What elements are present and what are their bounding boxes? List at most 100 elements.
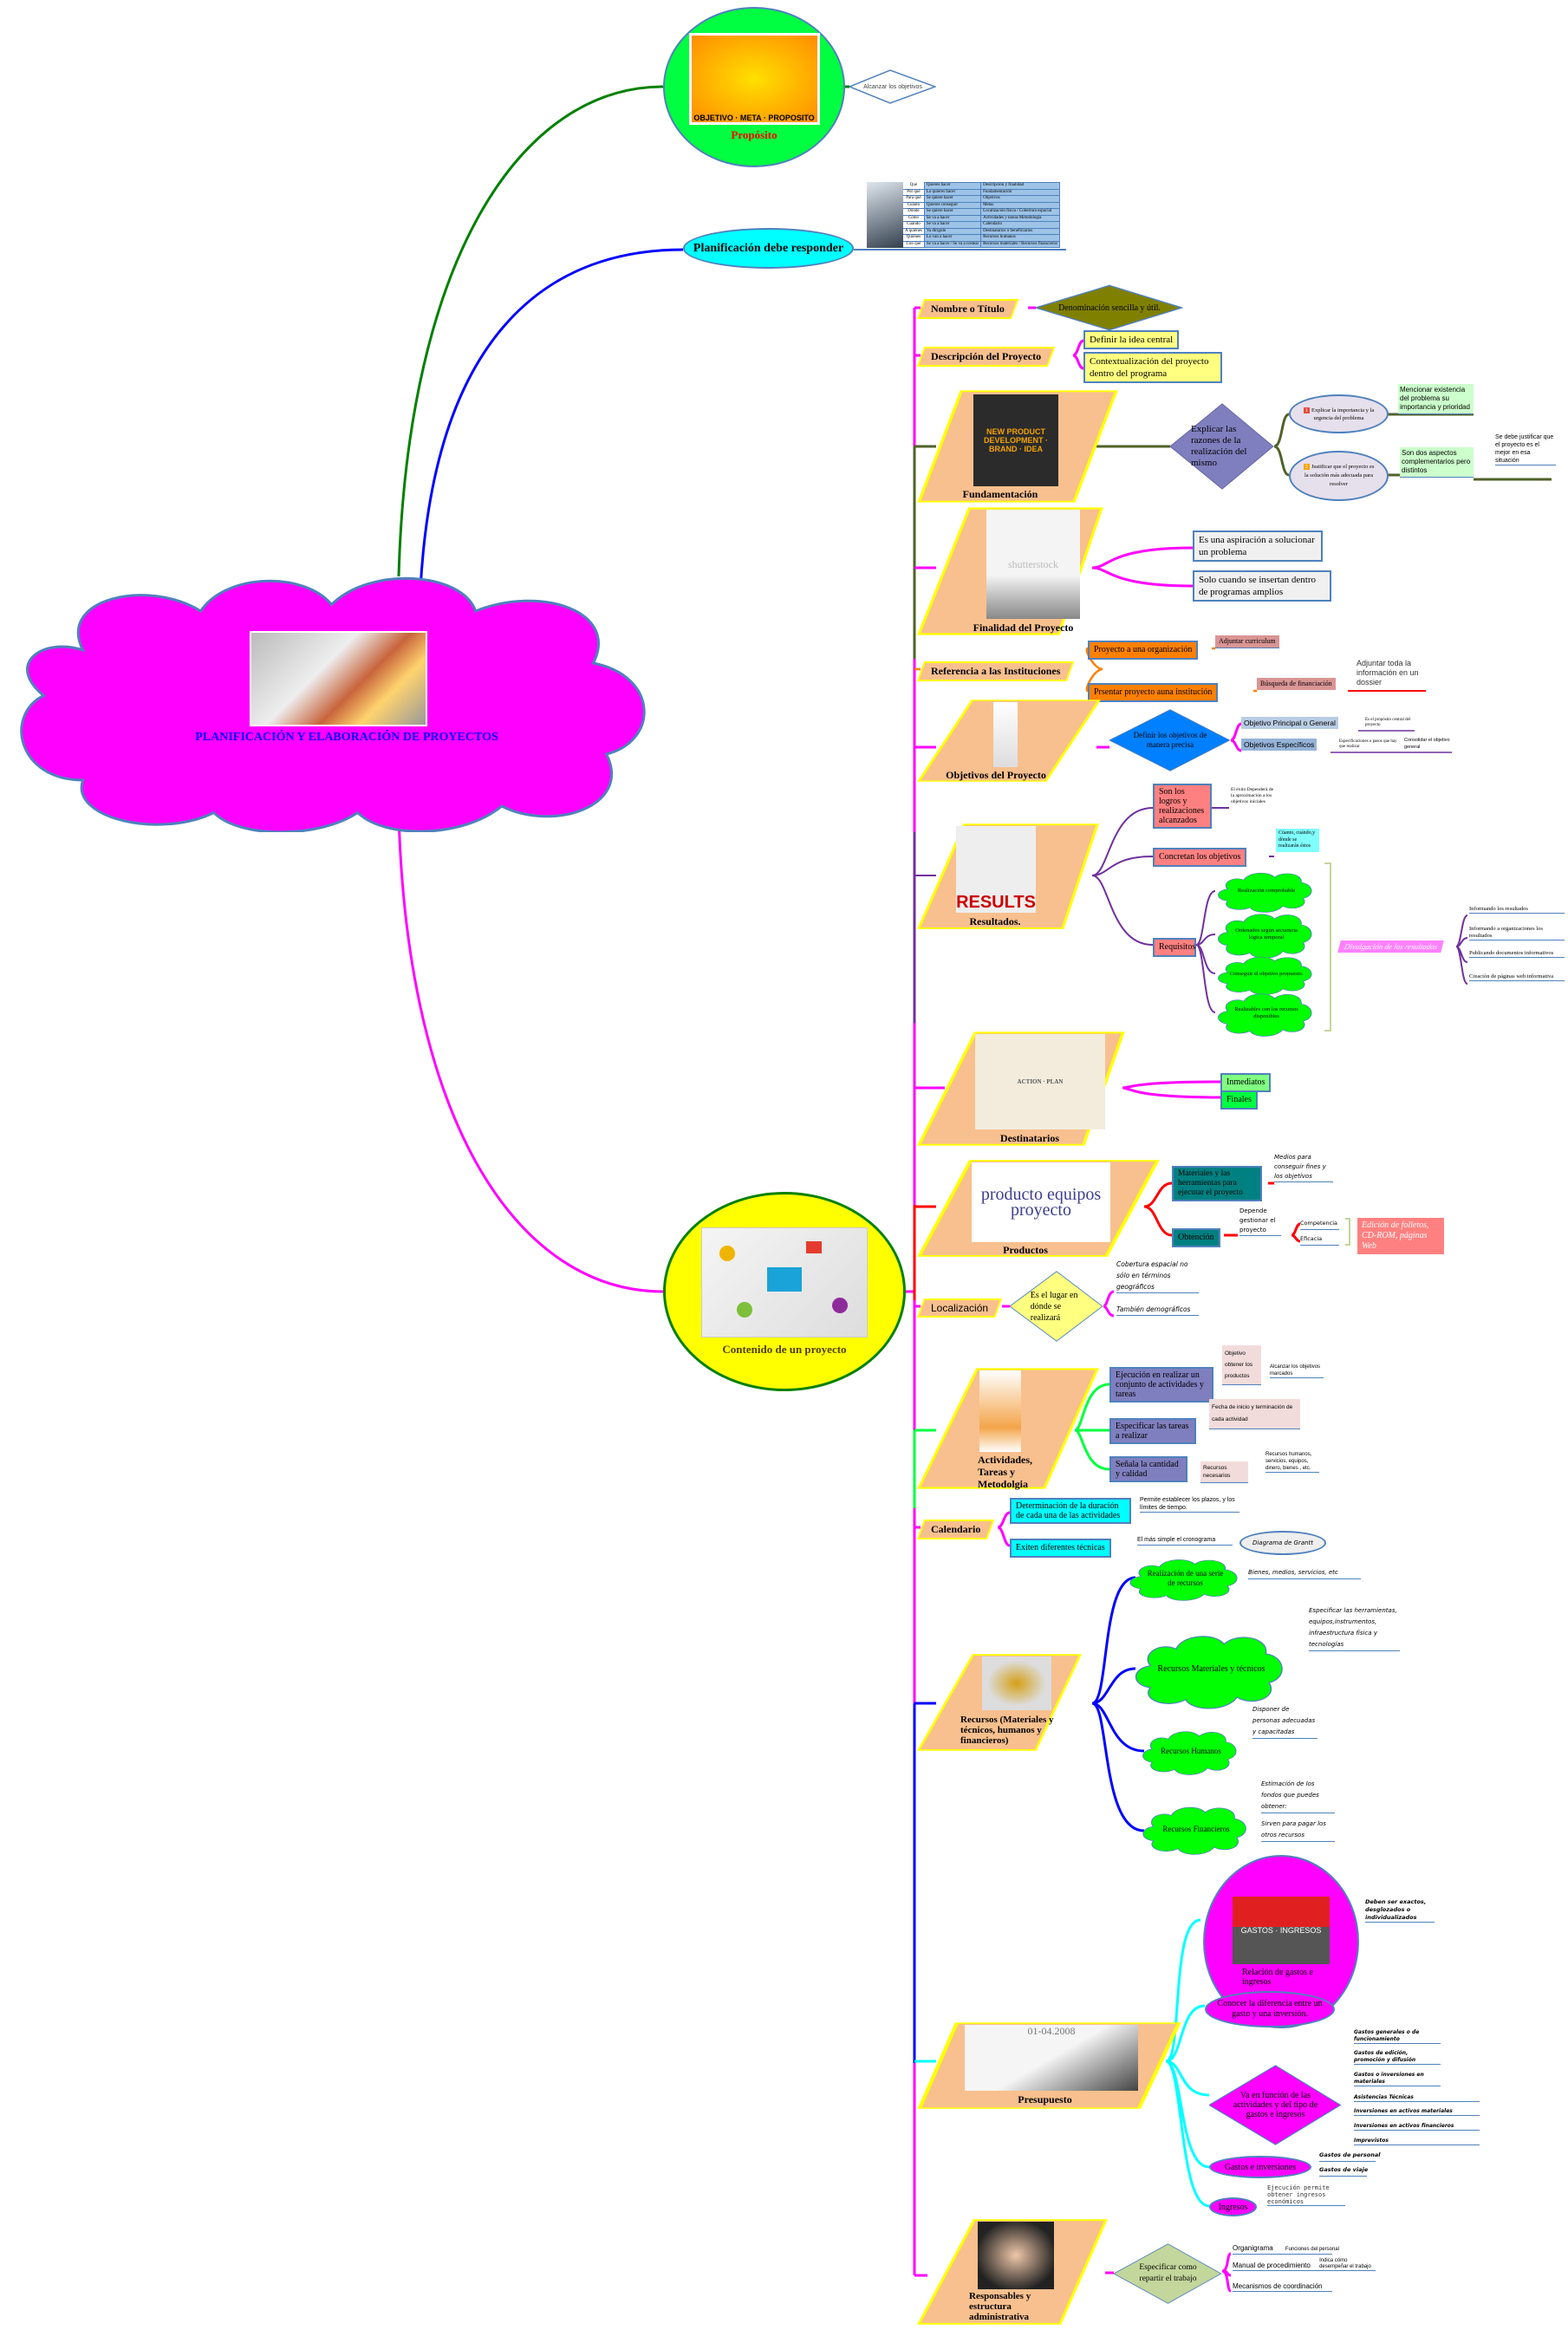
resultados-divulgacion[interactable]: Divulgación de los resultados — [1337, 940, 1445, 953]
requisito-item[interactable]: Conseguir el objetivo propuesto. — [1215, 953, 1318, 995]
table-cell: Dónde — [903, 208, 925, 216]
cloud-shape — [1218, 914, 1312, 959]
table-cell: Se va a hacer / Se va a costear — [923, 240, 982, 248]
objetivos-child-1[interactable]: Objetivo Principal o General — [1241, 717, 1338, 729]
calendario-child-2[interactable]: Exiten diferentes técnicas — [1010, 1539, 1111, 1558]
productos-materiales[interactable]: Materiales y las herramientas para ejecu… — [1172, 1166, 1262, 1201]
funcion-item: Gastos o inversiones en materiales — [1354, 2072, 1441, 2086]
relacion-note: Deben ser exactos, desglozados o individ… — [1365, 1898, 1435, 1923]
descripcion-child-2[interactable]: Contextualización del proyecto dentro de… — [1083, 352, 1222, 383]
root-image — [250, 631, 427, 726]
referencia-child-1[interactable]: Proyecto a una organización — [1088, 641, 1199, 660]
productos-obtencion-note: Depende gestionar el proyecto — [1239, 1207, 1281, 1236]
divulgacion-item: Informando a organizaciones los resultad… — [1469, 926, 1565, 940]
branch-productos[interactable]: producto equipos proyecto Productos — [917, 1160, 1160, 1257]
objetivos-note-2: Especificaciones o pasos que hay que rea… — [1339, 739, 1397, 749]
fundamentacion-note-1: Mencionar existencia del problema su imp… — [1398, 384, 1474, 414]
proposito-node[interactable]: OBJETIVO · META · PROPOSITO Propósito — [663, 7, 845, 167]
cloud-shape — [1218, 956, 1312, 995]
planificacion-node[interactable]: Planificación debe responder — [683, 228, 854, 269]
requisito-item[interactable]: Ordenados según secuencia lógica tempora… — [1215, 910, 1318, 959]
presupuesto-ingresos[interactable]: Ingresos — [1209, 2197, 1257, 2216]
responsables-diamond[interactable]: Especificar como repartir el trabajo — [1114, 2243, 1222, 2304]
calendario-child-1[interactable]: Determinación de la duración de cada una… — [1010, 1498, 1131, 1524]
table-cell: Destinatarios o beneficiarios — [980, 227, 1060, 235]
recurso-item[interactable]: Recursos Humanos — [1140, 1728, 1242, 1775]
finalidad-image: shutterstock — [986, 510, 1080, 619]
actividad-item[interactable]: Ejecución en realizar un conjunto de act… — [1109, 1367, 1213, 1403]
recurso-item[interactable]: Realización de una serie de recursos — [1127, 1556, 1244, 1601]
finalidad-child-1[interactable]: Es una aspiración a solucionar un proble… — [1193, 530, 1323, 562]
recurso-item[interactable]: Recursos Financieros — [1140, 1803, 1252, 1855]
cloud-shape — [1218, 993, 1312, 1037]
table-cell: Localización física / Cobertura espacial — [980, 208, 1060, 216]
productos-ejemplo: Edición de folletos, CD-ROM, páginas Web — [1357, 1218, 1444, 1254]
branch-referencia[interactable]: Referencia a las Instituciones — [916, 661, 1075, 681]
destinatarios-finales[interactable]: Finales — [1220, 1090, 1258, 1110]
localizacion-diamond[interactable]: Es el lugar en dónde se realizará — [1010, 1271, 1103, 1342]
branch-calendario[interactable]: Calendario — [916, 1520, 995, 1539]
branch-finalidad[interactable]: shutterstock Finalidad del Proyecto — [917, 507, 1103, 635]
referencia-child-2[interactable]: Prsentar proyecto auna institución — [1088, 683, 1219, 702]
recurso-item[interactable]: Recursos Materiales y técnicos — [1131, 1630, 1291, 1709]
gastos-ingresos-image: GASTOS · INGRESOS — [1233, 1897, 1330, 1964]
destinatarios-inmediatos[interactable]: Inmediatos — [1220, 1073, 1272, 1092]
branch-localizacion[interactable]: Localización — [916, 1298, 1003, 1318]
branch-recursos[interactable]: Recursos (Materiales y técnicos, humanos… — [917, 1654, 1082, 1751]
proposito-child[interactable]: Alcanzar los objetivos — [849, 69, 936, 104]
presupuesto-gastos[interactable]: Gastos e inversiones — [1209, 2156, 1311, 2178]
objetivos-child-2[interactable]: Objetivos Específicos — [1241, 739, 1318, 751]
resultados-concretan[interactable]: Concretan los objetivos — [1153, 848, 1247, 867]
requisito-item[interactable]: Realizables con los recursos disponibles — [1215, 990, 1318, 1037]
branch-nombre[interactable]: Nombre o Título — [916, 299, 1019, 319]
branch-destinatarios[interactable]: ACTION · PLAN Destinatarios — [917, 1032, 1125, 1146]
descripcion-child-1[interactable]: Definir la idea central — [1083, 330, 1180, 349]
objetivos-label: Objetivos del Proyecto — [946, 769, 1046, 781]
resultados-logros[interactable]: Son los logros y realizaciones alcanzado… — [1153, 784, 1212, 829]
nombre-child[interactable]: Denominación sencilla y útil. — [1036, 284, 1183, 331]
resultados-concretan-note: Cúanto, cuándo,y dónde se realizarán ést… — [1276, 829, 1319, 852]
destinatarios-label: Destinatarios — [1000, 1132, 1059, 1144]
table-cell: Con qué — [903, 241, 925, 248]
branch-presupuesto[interactable]: 01-04.2008 Presupuesto — [917, 2022, 1181, 2109]
fundamentacion-diamond[interactable]: Explicar las razones de la realización d… — [1170, 403, 1274, 490]
actividad-item[interactable]: Señala la cantidad y calidad — [1109, 1456, 1187, 1482]
table-cell: A quiénes — [903, 228, 925, 235]
actividad-item[interactable]: Especificar las tareas a realizar — [1109, 1418, 1196, 1444]
branch-fundamentacion[interactable]: NEW PRODUCT DEVELOPMENT · BRAND · IDEA F… — [917, 390, 1118, 503]
finalidad-child-2[interactable]: Solo cuando se insertan dentro de progra… — [1193, 570, 1331, 602]
presupuesto-diferencia[interactable]: Conocer la diferencia entre un gasto y u… — [1205, 1991, 1335, 2027]
productos-obtencion[interactable]: Obtención — [1172, 1228, 1220, 1247]
diamond-shape — [1109, 709, 1231, 771]
branch-resultados[interactable]: RESULTS Resultados. — [917, 823, 1099, 929]
resultados-requisitos[interactable]: Requisitos — [1153, 938, 1196, 957]
objetivos-diamond[interactable]: Definir los objetivos de manera precisa — [1109, 709, 1231, 771]
search-icon — [832, 1297, 848, 1313]
branch-responsables[interactable]: Responsables y estructura administrativa — [917, 2219, 1108, 2325]
table-cell: Cuánto — [903, 202, 925, 209]
table-cell: Quieres hacer — [923, 182, 982, 190]
resultados-label: Resultados. — [969, 915, 1021, 927]
table-cell: Cuándo — [903, 221, 925, 229]
proposito-image: OBJETIVO · META · PROPOSITO — [688, 32, 820, 125]
branch-descripcion[interactable]: Descripción del Proyecto — [916, 347, 1056, 367]
diamond-shape — [1036, 284, 1183, 331]
branch-actividades[interactable]: Actividades, Tareas y Metodolgia — [917, 1368, 1099, 1490]
branch-objetivos[interactable]: Objetivos del Proyecto — [917, 700, 1101, 782]
actividad-subnote: Alcanzar los objetivos marcados — [1270, 1364, 1324, 1378]
contenido-node[interactable]: Contenido de un proyecto — [663, 1192, 906, 1391]
actividades-label: Actividades, Tareas y Metodolgia — [978, 1454, 1032, 1490]
table-cell: Metas — [980, 201, 1060, 209]
presupuesto-funcion[interactable]: Va en función de las actividades y del t… — [1209, 2065, 1342, 2145]
funcion-item: Imprevistos — [1354, 2138, 1480, 2145]
divulgacion-item: Creación de páginas web informativa — [1469, 973, 1565, 981]
table-cell: Va dirigido — [923, 227, 982, 235]
monitor-icon — [767, 1266, 802, 1292]
requisito-item[interactable]: Realización comprobable — [1215, 869, 1318, 913]
